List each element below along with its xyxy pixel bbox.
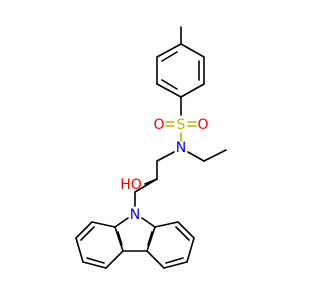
bond-benzene-right: [163, 261, 188, 269]
bond-benzene-right: [146, 250, 165, 269]
bond-carbazole: [141, 217, 156, 228]
bond-benzene-right-inner: [147, 231, 153, 246]
bond-n-ch2: [156, 151, 175, 162]
structure-canvas: S O O N HO N: [75, 26, 227, 269]
bond-benzene-left: [75, 221, 93, 239]
bond-ethyl: [203, 149, 227, 162]
bond-benzene-left: [82, 261, 107, 269]
oxygen-left-atom-label: O: [153, 117, 164, 133]
bond-layer: [156, 26, 205, 116]
bond-n-ethyl: [187, 151, 205, 162]
bond-ring: [180, 43, 205, 58]
bond-ring-inner: [161, 51, 178, 62]
chain-bond-layer: [75, 149, 227, 269]
bond-benzene-left-inner: [86, 257, 105, 264]
bond-ring: [156, 43, 182, 58]
bond-ring: [156, 83, 182, 98]
hydroxyl-group-label: HO: [120, 177, 142, 193]
bond-carbazole: [114, 217, 129, 228]
oxygen-right-atom-label: O: [197, 117, 208, 133]
bond-ch-ch2: [134, 178, 158, 193]
molecule-drawing: S O O N HO N: [75, 26, 227, 269]
bond-ring: [180, 83, 205, 98]
bond-benzene-right-inner: [175, 226, 190, 241]
bond-carbazole: [114, 226, 124, 252]
bond-benzene-right: [186, 237, 195, 263]
bond-benzene-left-inner: [80, 226, 95, 241]
bond-benzene-left: [91, 221, 116, 228]
sulfonamide-nitrogen-atom-label: N: [176, 140, 186, 156]
bond-benzene-left: [75, 237, 84, 263]
bond-benzene-left-inner: [117, 231, 123, 246]
bond-carbazole: [146, 226, 156, 252]
bond-benzene-right-inner: [165, 257, 184, 264]
bond-benzene-right: [177, 221, 195, 239]
hetero-bond-layer: [165, 121, 197, 142]
carbazole-nitrogen-atom-label: N: [130, 207, 140, 223]
bond-benzene-left: [105, 250, 124, 269]
bond-ring-inner: [161, 79, 178, 90]
bond-benzene-right: [154, 221, 179, 228]
sulfur-atom-label: S: [177, 117, 186, 133]
